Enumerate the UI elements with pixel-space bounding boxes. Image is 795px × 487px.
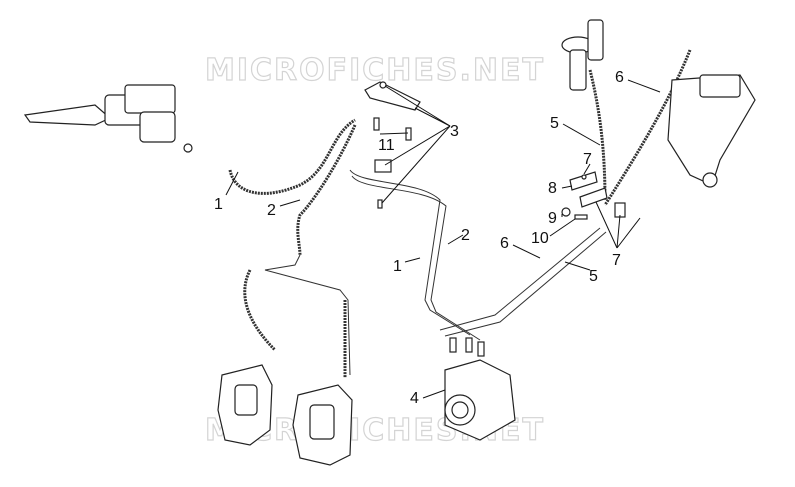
screw-11a [373, 117, 380, 131]
callout-5-bottom: 5 [589, 268, 598, 285]
front-master-cylinder [23, 84, 193, 153]
front-caliper-right [292, 384, 353, 466]
clip-3 [374, 159, 392, 173]
callout-8: 8 [548, 180, 557, 197]
leader-lines [225, 79, 661, 399]
callout-4: 4 [410, 390, 419, 407]
rear-master-cylinder [561, 19, 604, 91]
nut-7 [581, 174, 587, 180]
clip-7 [614, 202, 626, 218]
caliper-hose-left [243, 269, 277, 352]
rear-pipe-6 [439, 227, 601, 331]
callout-9: 9 [548, 210, 557, 227]
callout-2-center: 2 [461, 227, 470, 244]
callout-1-center: 1 [393, 258, 402, 275]
callout-1: 1 [214, 196, 223, 213]
callout-11: 11 [378, 137, 395, 154]
brake-pipe-1 [349, 169, 471, 336]
plate-8 [569, 171, 598, 191]
abs-modulator [444, 337, 516, 441]
front-hose-2 [296, 124, 357, 256]
callout-6-bottom: 6 [500, 235, 509, 252]
rear-hose-6 [603, 49, 692, 206]
callout-7: 7 [583, 151, 592, 168]
front-caliper-left [217, 364, 273, 446]
plate-7 [579, 187, 608, 208]
caliper-pipe-right [264, 254, 351, 376]
callout-6: 6 [615, 69, 624, 86]
callout-10: 10 [531, 230, 549, 247]
callout-2: 2 [267, 202, 276, 219]
callout-5: 5 [550, 115, 559, 132]
front-hose-1 [228, 118, 356, 195]
rear-caliper [667, 74, 756, 188]
callout-7-bottom: 7 [612, 252, 621, 269]
screw-11b [405, 127, 412, 141]
brake-pipe-2 [351, 175, 481, 341]
rear-hose-5 [588, 69, 607, 201]
screw-3 [379, 81, 387, 89]
rear-pipe-5 [444, 231, 607, 337]
callout-3: 3 [450, 123, 459, 140]
watermark-top: MICROFICHES.NET [205, 53, 545, 88]
washer-9 [561, 207, 571, 217]
screw-3b [377, 199, 383, 209]
bolt-10 [574, 214, 588, 220]
